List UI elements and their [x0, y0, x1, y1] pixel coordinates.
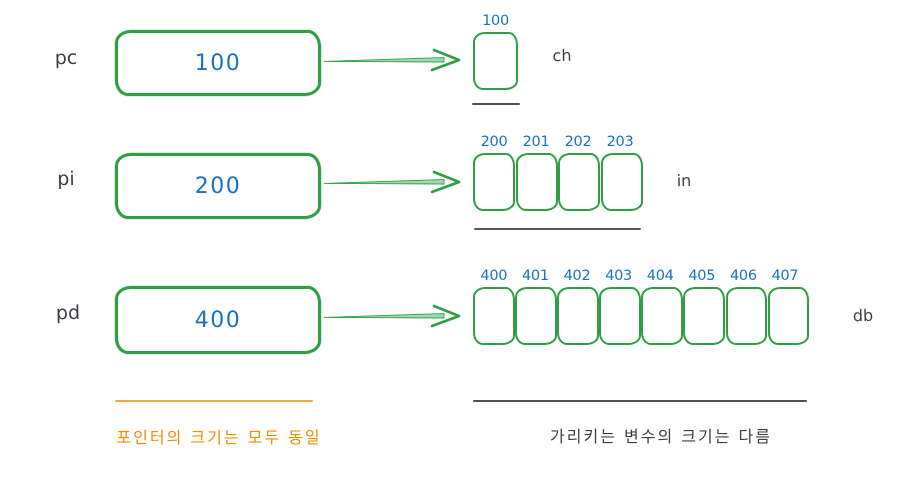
pointer-name-pi: pi [57, 167, 75, 191]
address-label: 201 [522, 134, 550, 150]
cell-row [473, 287, 810, 345]
memory-cells-char: 100 [473, 13, 519, 90]
arrow-pc-to-cell [323, 48, 461, 72]
address-label: 401 [522, 268, 549, 284]
pointer-value-pi: 200 [194, 173, 242, 199]
size-underline-char [472, 103, 520, 105]
cell-row [473, 32, 519, 90]
arrow-pd-to-cells [323, 304, 461, 328]
pointer-size-underline [115, 400, 313, 402]
arrow-pi-to-cells [323, 170, 461, 194]
pointer-box-pc: 100 [115, 30, 321, 96]
caption-variable-size: 가리키는 변수의 크기는 다름 [550, 427, 772, 446]
address-label: 202 [564, 134, 592, 150]
address-row: 200 201 202 203 [473, 134, 643, 150]
address-label: 203 [606, 134, 634, 150]
memory-cell [557, 287, 599, 345]
pointer-value-pc: 100 [194, 50, 242, 76]
memory-cell [599, 287, 641, 345]
address-label: 200 [480, 134, 508, 150]
cell-row [473, 153, 643, 211]
address-label: 405 [688, 268, 716, 284]
memory-cell [558, 153, 600, 211]
address-label: 400 [480, 268, 508, 284]
type-label-db: db [852, 305, 874, 326]
size-underline-double [473, 400, 807, 402]
address-row: 100 [473, 13, 519, 29]
memory-cell [473, 32, 518, 90]
memory-cell [515, 287, 557, 345]
pointer-name-pd: pd [55, 301, 81, 325]
memory-cell [473, 287, 515, 345]
memory-cell [725, 287, 768, 345]
memory-cell [600, 153, 643, 211]
size-underline-int [474, 228, 641, 230]
address-label: 402 [563, 268, 591, 284]
memory-cells-int: 200 201 202 203 [473, 134, 643, 211]
memory-cell [473, 153, 515, 211]
address-label: 406 [729, 268, 757, 284]
pointer-name-pc: pc [54, 46, 78, 70]
memory-cell [767, 287, 810, 345]
memory-cell [641, 287, 683, 345]
address-label: 407 [771, 268, 799, 284]
pointer-box-pd: 400 [115, 286, 321, 354]
address-label: 404 [646, 268, 674, 284]
pointer-box-pi: 200 [115, 153, 321, 219]
caption-pointer-size: 포인터의 크기는 모두 동일 [116, 428, 322, 447]
address-label: 403 [605, 268, 632, 284]
address-label: 100 [482, 13, 509, 29]
type-label-ch: ch [552, 45, 572, 66]
memory-cells-double: 400 401 402 403 404 405 406 407 [473, 268, 810, 345]
pointer-value-pd: 400 [194, 307, 242, 333]
address-row: 400 401 402 403 404 405 406 407 [473, 268, 810, 284]
memory-cell [515, 153, 558, 211]
type-label-in: in [676, 170, 692, 191]
memory-cell [683, 287, 726, 345]
